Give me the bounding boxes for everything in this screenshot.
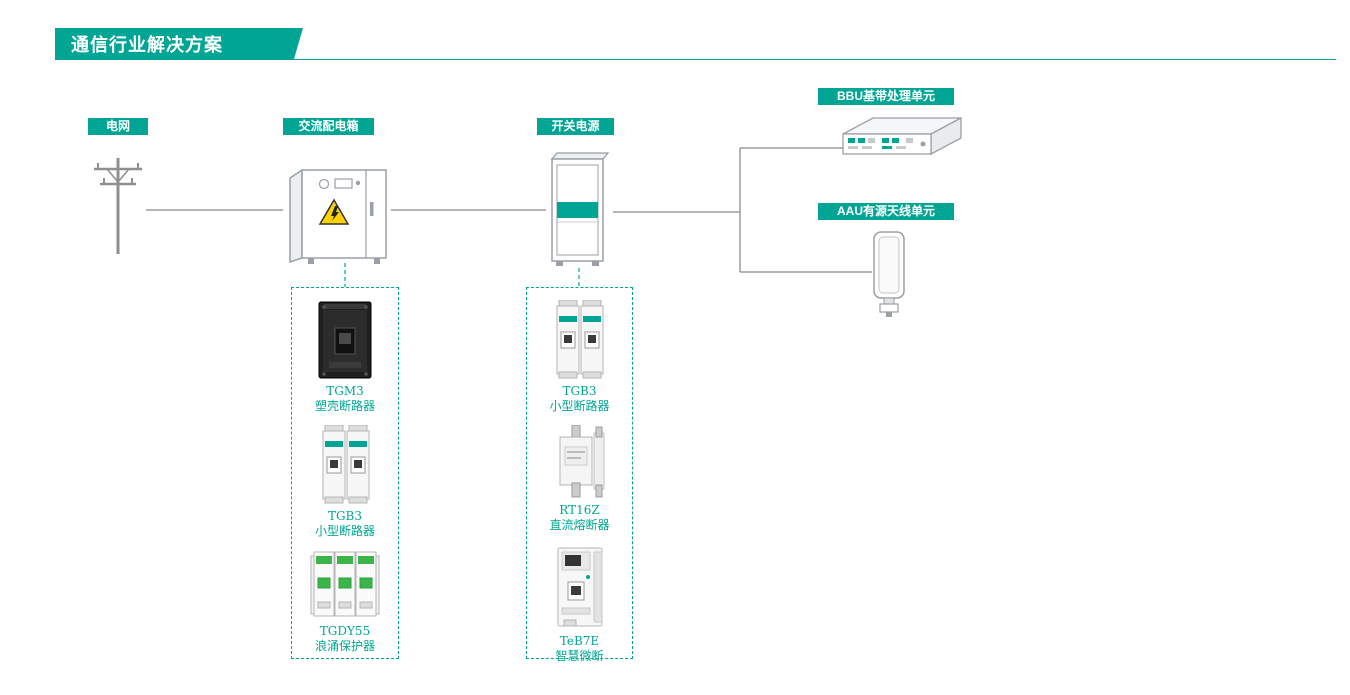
tgdy55-spd-image: [310, 551, 380, 617]
product-group-distribution-box: TGM3 塑壳断路器 TG: [291, 287, 399, 659]
tgb3-mcb-image: [556, 300, 604, 379]
page-title-banner: 通信行业解决方案: [55, 28, 303, 59]
product-item-tgb3: TGB3 小型断路器: [315, 423, 375, 539]
product-type: 智慧微断: [555, 649, 604, 663]
product-name: TGB3: [327, 509, 363, 523]
product-name: RT16Z: [559, 503, 600, 517]
aau-antenna-icon: [873, 231, 905, 317]
product-type: 塑壳断路器: [314, 399, 375, 413]
product-item-rt16z: RT16Z 直流熔断器: [548, 423, 612, 533]
product-item-tgm3: TGM3 塑壳断路器: [313, 298, 377, 414]
teb7e-smart-breaker-image: [557, 547, 602, 627]
distribution-cabinet-icon: [289, 168, 387, 264]
tgm3-mccb-image: [318, 301, 372, 379]
product-item-tgb3-2: TGB3 小型断路器: [549, 298, 610, 414]
node-label-distribution-box: 交流配电箱: [283, 118, 374, 135]
bbu-device-icon: [842, 116, 962, 156]
power-cabinet-icon: [550, 152, 610, 266]
utility-pole-icon: [94, 158, 142, 254]
product-type: 直流熔断器: [549, 518, 610, 532]
node-label-grid: 电网: [88, 118, 148, 135]
node-label-bbu: BBU基带处理单元: [818, 88, 954, 105]
page-title: 通信行业解决方案: [71, 34, 223, 55]
product-name: TGM3: [326, 384, 364, 398]
product-type: 小型断路器: [314, 524, 375, 538]
product-name: TGDY55: [319, 624, 371, 638]
product-name: TeB7E: [559, 634, 600, 648]
product-name: TGB3: [562, 384, 597, 398]
product-type: 浪涌保护器: [314, 639, 375, 653]
node-label-aau: AAU有源天线单元: [818, 203, 954, 220]
product-group-switch-power: TGB3 小型断路器 RT16Z 直流熔断器: [526, 287, 633, 663]
title-underline: [55, 59, 1336, 60]
tgb3-mcb-image: [322, 425, 370, 504]
node-label-switch-power: 开关电源: [537, 118, 614, 135]
product-item-teb7e: TeB7E 智慧微断: [550, 542, 610, 664]
product-item-tgdy55: TGDY55 浪涌保护器: [307, 548, 383, 654]
product-type: 小型断路器: [549, 399, 610, 413]
rt16z-fuse-image: [559, 425, 604, 498]
